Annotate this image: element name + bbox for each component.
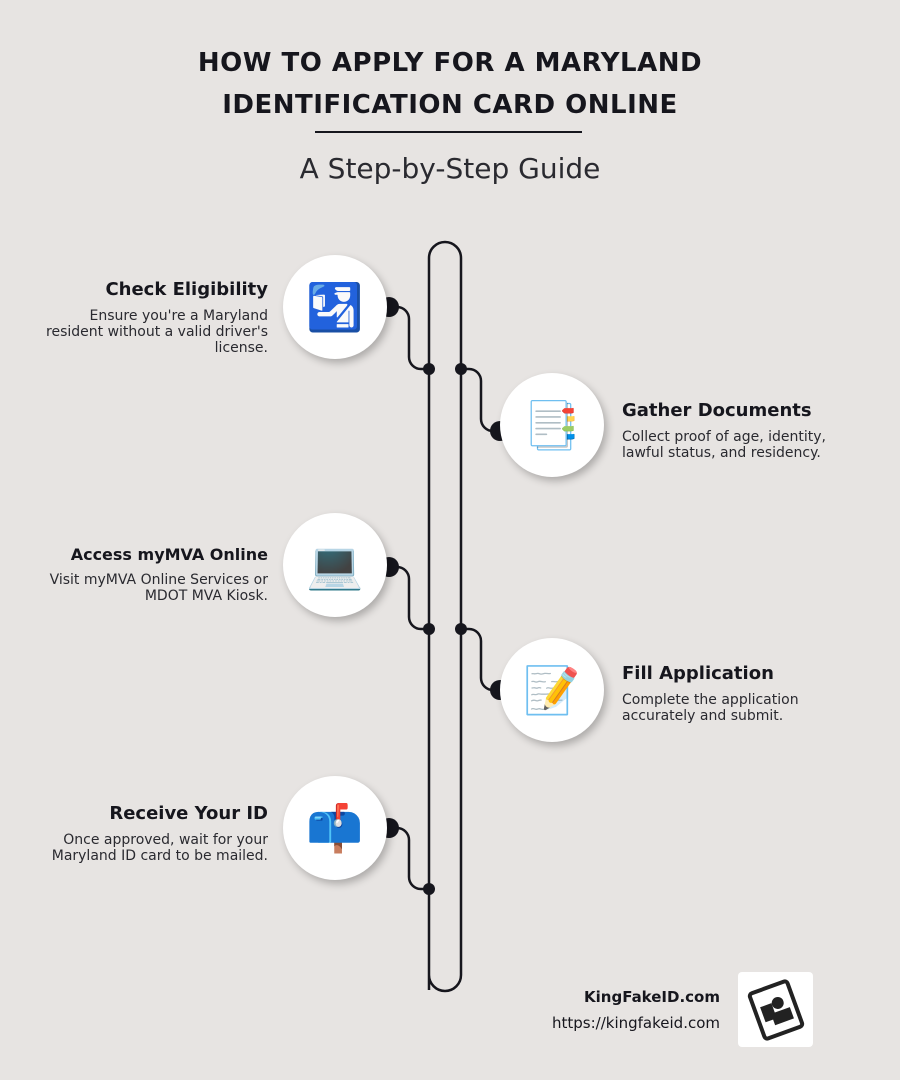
- passport-control-icon: 🛂: [283, 255, 387, 359]
- node-dot: [455, 623, 467, 635]
- footer-url[interactable]: https://kingfakeid.com: [552, 1014, 720, 1032]
- laptop-icon: 💻: [283, 513, 387, 617]
- identity-logo: [738, 972, 813, 1047]
- node-dot: [455, 363, 467, 375]
- node-dot: [423, 363, 435, 375]
- connector: [389, 565, 429, 631]
- connector: [461, 627, 500, 692]
- memo-pencil-icon: 📝: [500, 638, 604, 742]
- connector: [389, 826, 429, 891]
- mailbox-icon: 📫: [283, 776, 387, 880]
- documents-icon: 📑: [500, 373, 604, 477]
- node-dot: [423, 623, 435, 635]
- timeline-loop: [427, 240, 463, 993]
- title-divider: [315, 131, 582, 133]
- node-dot: [423, 883, 435, 895]
- connector: [389, 305, 429, 371]
- connector: [461, 367, 500, 433]
- subtitle: A Step-by-Step Guide: [299, 152, 601, 185]
